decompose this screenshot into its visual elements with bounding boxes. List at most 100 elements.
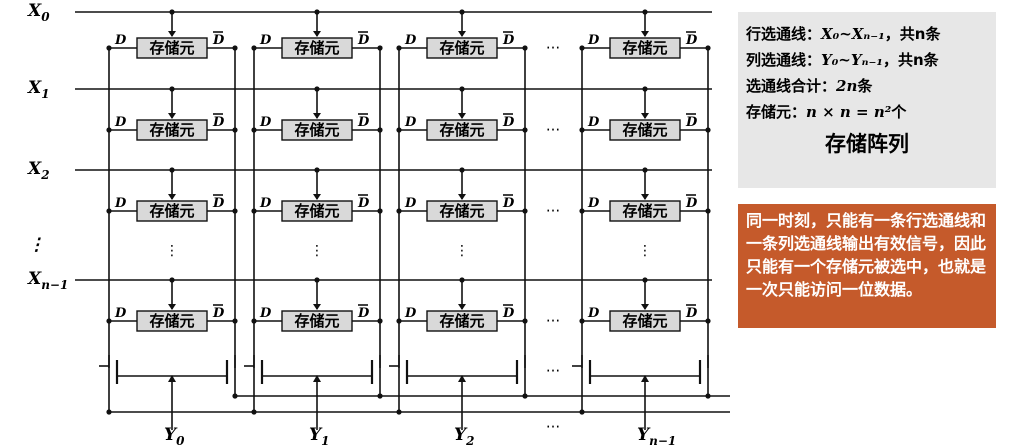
pin-dbar-label: D [685, 115, 698, 130]
storage-array-diagram: 存储元 D D 存储元 D D 存储元 D D 存储元 D D 存储元 D D 存储元 D D 存储元 D D 存储元 D D… [27, 1, 730, 446]
pin-dbar-label: D [502, 115, 515, 130]
pin-d-label: D [587, 306, 600, 321]
junction-dot [522, 208, 528, 214]
row-label: X2 [27, 159, 50, 182]
junction-dot [377, 127, 383, 133]
junction-dot [106, 318, 112, 324]
memory-cell [136, 200, 208, 222]
junction-dot [232, 45, 238, 51]
note-box: 同一时刻，只能有一条行选通线和一条列选通线输出有效信号，因此只能有一个存储元被选… [738, 204, 996, 328]
arrow-head [641, 375, 649, 382]
memory-cell [426, 200, 498, 222]
junction-dot [396, 45, 402, 51]
pin-d-label: D [259, 196, 272, 211]
junction-dot [522, 127, 528, 133]
col-label: Y0 [164, 425, 185, 446]
col-ellipsis: ··· [546, 39, 560, 57]
pin-d-label: D [114, 33, 127, 48]
pin-dbar-label: D [357, 196, 370, 211]
pin-dbar-label: D [502, 196, 515, 211]
junction-dot [705, 45, 711, 51]
row-ellipsis: ⋮ [638, 243, 652, 259]
junction-dot [377, 318, 383, 324]
pin-d-label: D [259, 115, 272, 130]
pin-d-label: D [404, 196, 417, 211]
col-label: Yn−1 [637, 425, 676, 446]
arrow-head [313, 31, 321, 37]
arrow-head [458, 113, 466, 119]
memory-cell-label: 存储元 [294, 121, 339, 139]
pin-dbar-label: D [212, 196, 225, 211]
memory-cell-label: 存储元 [294, 202, 339, 220]
junction-dot [459, 86, 465, 92]
memory-cell [609, 310, 681, 332]
junction-dot [642, 167, 648, 173]
memory-cell-label: 存储元 [622, 121, 667, 139]
arrow-head [641, 304, 649, 310]
memory-cell [281, 119, 353, 141]
row-label: X0 [27, 1, 50, 24]
col-ellipsis: ··· [546, 362, 560, 380]
arrow-head [168, 194, 176, 200]
memory-cell-label: 存储元 [149, 39, 194, 57]
pin-dbar-label: D [502, 306, 515, 321]
junction-dot [459, 9, 465, 15]
info-title: 存储阵列 [825, 132, 909, 156]
info-panel: 行选通线：X₀~Xₙ₋₁，共n条 列选通线：Y₀~Yₙ₋₁，共n条 选通线合计：… [738, 12, 996, 188]
arrow-head [313, 375, 321, 382]
pin-dbar-label: D [685, 306, 698, 321]
memory-cell-label: 存储元 [622, 202, 667, 220]
junction-dot [106, 45, 112, 51]
pin-dbar-label: D [685, 33, 698, 48]
row-label: Xn−1 [27, 269, 68, 292]
pin-dbar-label: D [685, 196, 698, 211]
junction-dot [232, 318, 238, 324]
memory-cell [281, 37, 353, 59]
pin-d-label: D [114, 196, 127, 211]
pin-d-label: D [404, 115, 417, 130]
memory-cell [136, 119, 208, 141]
row-select-line-info: 行选通线：X₀~Xₙ₋₁，共n条 [746, 25, 941, 43]
junction-dot [314, 277, 320, 283]
junction-dot [251, 45, 257, 51]
pin-d-label: D [114, 115, 127, 130]
junction-dot [251, 208, 257, 214]
junction-dot [169, 167, 175, 173]
pin-d-label: D [587, 196, 600, 211]
col-label: Y1 [309, 425, 330, 446]
junction-dot [396, 318, 402, 324]
arrow-head [313, 304, 321, 310]
memory-cell-label: 存储元 [149, 202, 194, 220]
pin-dbar-label: D [357, 33, 370, 48]
junction-dot [314, 86, 320, 92]
junction-dot [459, 277, 465, 283]
pin-d-label: D [404, 306, 417, 321]
junction-dot [642, 9, 648, 15]
arrow-head [168, 375, 176, 382]
pin-d-label: D [259, 33, 272, 48]
junction-dot [377, 208, 383, 214]
total-select-lines-info: 选通线合计：2n条 [746, 77, 873, 95]
pin-d-label: D [404, 33, 417, 48]
junction-dot [579, 45, 585, 51]
pin-dbar-label: D [212, 33, 225, 48]
arrow-head [313, 194, 321, 200]
arrow-head [168, 113, 176, 119]
memory-cell-label: 存储元 [149, 121, 194, 139]
junction-dot [106, 208, 112, 214]
junction-dot [522, 318, 528, 324]
memory-cell-label: 存储元 [294, 312, 339, 330]
row-label: ⋮ [28, 235, 45, 255]
pin-dbar-label: D [502, 33, 515, 48]
arrow-head [168, 304, 176, 310]
col-label: Y2 [454, 425, 475, 446]
row-ellipsis: ⋮ [165, 243, 179, 259]
col-select-line-info: 列选通线：Y₀~Yₙ₋₁，共n条 [746, 51, 939, 69]
arrow-head [458, 375, 466, 382]
pin-d-label: D [587, 115, 600, 130]
pin-d-label: D [587, 33, 600, 48]
memory-cell-label: 存储元 [439, 202, 484, 220]
memory-cell [426, 310, 498, 332]
col-ellipsis: ··· [546, 121, 560, 139]
junction-dot [232, 208, 238, 214]
